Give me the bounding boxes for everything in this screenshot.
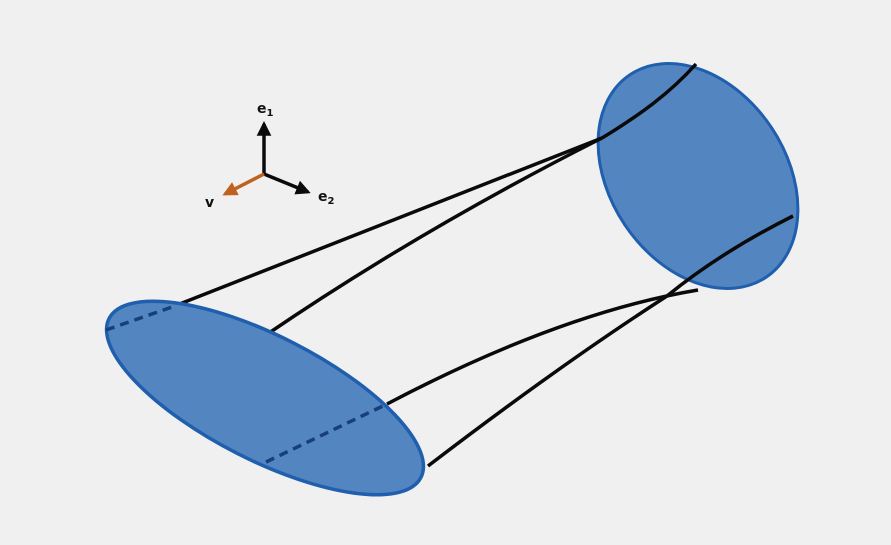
hidden-segment-bottom xyxy=(265,402,388,464)
e2-arrow xyxy=(263,172,311,195)
e1-label: e1 xyxy=(257,101,274,119)
left-disk xyxy=(104,299,426,497)
hidden-segment-top xyxy=(105,305,173,332)
axis-triad: e1 e2 v xyxy=(205,101,335,211)
v-label: v xyxy=(205,195,214,211)
v-arrow xyxy=(222,172,265,196)
line-c-right-segment xyxy=(665,214,794,298)
line-a-middle xyxy=(171,136,603,309)
line-a-right-segment xyxy=(601,62,698,140)
right-disk xyxy=(596,62,800,290)
e2-label: e2 xyxy=(318,189,335,207)
line-d-middle xyxy=(426,294,668,468)
line-b-middle xyxy=(265,136,603,337)
line-c-middle xyxy=(386,288,699,406)
